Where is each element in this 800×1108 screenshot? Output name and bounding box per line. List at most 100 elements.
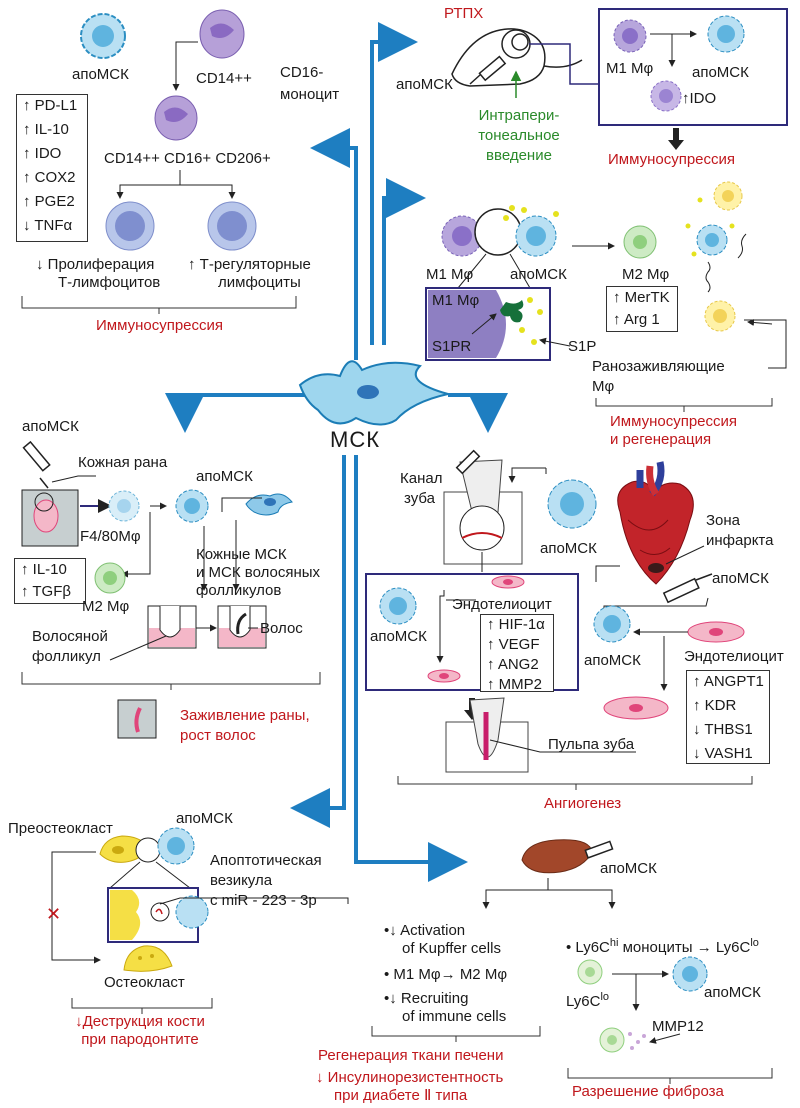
- tr-ip-line3: введение: [486, 147, 552, 164]
- ml-f480-label: F4/80Mφ: [80, 528, 141, 545]
- br-ly1: • Ly6C: [566, 939, 610, 956]
- msc-center-cell: [298, 360, 449, 426]
- osteoclast-cell: [123, 945, 173, 972]
- ly6c-cell: [577, 959, 603, 985]
- cr-endo-bottom: [603, 696, 669, 720]
- ml-markers-box: ↑ IL-10 ↑ TGFβ: [14, 558, 86, 604]
- tr-m1-ido-cell: [650, 80, 682, 112]
- mr-inset: [425, 287, 551, 361]
- mr-apomsc-label: апоМСК: [510, 266, 567, 283]
- cr-apomsc-heart: [593, 605, 631, 643]
- cr-marker-a4: ↑ MMP2: [487, 676, 543, 693]
- mr-m2-cell: [623, 225, 657, 259]
- br-ly2-sup: lo: [600, 991, 610, 1003]
- tl-marker-3: ↑ IDO: [23, 145, 62, 162]
- tl-apomsc-cell: [80, 13, 126, 59]
- tl-marker-1: ↑ PD-L1: [23, 97, 78, 114]
- br-item3-line2: of immune cells: [402, 1008, 507, 1025]
- tl-marker-4: ↑ COX2: [23, 169, 76, 186]
- mr-result-line2: и регенерация: [610, 431, 712, 448]
- br-mmp12-label: MMP12: [652, 1018, 704, 1035]
- mr-markers-box: ↑ MerTK ↑ Arg 1: [606, 286, 678, 332]
- cr-marker-b4: ↓ VASH1: [693, 745, 753, 762]
- bl-vesicle-line3: с miR - 223 - 3p: [210, 892, 317, 909]
- tooth-bottom: [445, 697, 529, 773]
- tr-apomsc-cell: [707, 15, 745, 53]
- tl-tcell-right: [207, 201, 257, 251]
- br-ly1-mid: моноциты → Ly6C: [618, 939, 751, 956]
- tl-monocyte-mid: [154, 95, 198, 141]
- br-item2: • M1 Mφ→ M2 Mφ: [384, 966, 508, 983]
- ml-m2-cell: [94, 562, 126, 594]
- ml-hair-label: Волос: [260, 620, 303, 637]
- cr-inset-endo-top: [491, 575, 525, 589]
- ml-f480-cell: [108, 490, 140, 522]
- br-result-l3: при диабете Ⅱ типа: [334, 1087, 468, 1104]
- cr-syringe: [455, 449, 481, 475]
- liver-drawing: [521, 839, 593, 874]
- tl-treg-line2: лимфоциты: [218, 274, 301, 291]
- blue-arrows: [165, 22, 508, 882]
- ml-follicle-right: [217, 605, 267, 649]
- tl-cd16-label: CD16-: [280, 64, 324, 81]
- br-ly1-sup2: lo: [750, 937, 759, 949]
- cr-result: Ангиогенез: [544, 795, 622, 812]
- cr-canal-line2: зуба: [404, 490, 435, 507]
- tl-apomsc-label: апоМСК: [72, 66, 129, 83]
- cr-canal-line1: Канал: [400, 470, 443, 487]
- tl-monocyte-top: [199, 9, 245, 59]
- bl-apomsc-cell: [157, 827, 195, 865]
- tl-markers-box: ↑ PD-L1 ↑ IL-10 ↑ IDO ↑ COX2 ↑ PGE2 ↓ TN…: [16, 94, 88, 242]
- tr-syringe: [469, 55, 507, 85]
- tr-ip-line2: тонеальное: [478, 127, 560, 144]
- br-result-l1: Регенерация ткани печени: [318, 1047, 504, 1064]
- cr-marker-b2: ↑ KDR: [693, 697, 737, 714]
- ml-wound-label: Кожная рана: [78, 454, 168, 471]
- tr-gvhd-label: РТПХ: [444, 5, 484, 22]
- ml-apomsc2-label: апоМСК: [196, 468, 253, 485]
- ml-marker-1: ↑ IL-10: [21, 561, 67, 578]
- ml-skin-line1: Кожные МСК: [196, 546, 287, 563]
- br-item1-line1: •↓ Activation: [384, 922, 466, 939]
- msc-center-label: МСК: [330, 427, 381, 452]
- ml-result-line1: Заживление раны,: [180, 707, 310, 724]
- mr-m1-label: M1 Mφ: [426, 266, 474, 283]
- ml-follicle-line1: Волосяной: [32, 628, 108, 645]
- tl-marker-5: ↑ PGE2: [23, 193, 75, 210]
- tl-cd-row-label: CD14++ CD16+ CD206+: [104, 150, 271, 167]
- bl-apomsc-label: апоМСК: [176, 810, 233, 827]
- ml-result-line2: рост волос: [180, 727, 256, 744]
- br-apomsc-r-label: апоМСК: [704, 984, 761, 1001]
- ml-syringe: [22, 440, 51, 489]
- tr-ip-line1: Интрапери-: [478, 107, 560, 124]
- cr-apomsc-top: [547, 479, 597, 529]
- heart-drawing: [617, 461, 694, 585]
- br-ly2: Ly6C: [566, 993, 601, 1010]
- cr-infarct-line1: Зона: [706, 512, 741, 529]
- cr-marker-b1: ↑ ANGPT1: [693, 673, 764, 690]
- cr-endo-r-label: Эндотелиоцит: [684, 648, 784, 665]
- bl-inset: [107, 887, 209, 943]
- bl-preosteo-label: Преостеокласт: [8, 820, 113, 837]
- tl-prolif-line2: Т-лимфоцитов: [58, 274, 161, 291]
- cr-marker-a2: ↑ VEGF: [487, 636, 540, 653]
- ml-apomsc-label: апоМСК: [22, 418, 79, 435]
- br-ly6c-line: • Ly6Chi моноциты → Ly6Clo: [566, 934, 759, 957]
- mmp12-cell: [599, 1027, 646, 1053]
- tr-ido-label: ↑IDO: [682, 90, 717, 107]
- cr-apomsc-b-label: апоМСК: [370, 628, 427, 645]
- cr-inset-apomsc: [379, 587, 417, 625]
- cr-endo-label: Эндотелиоцит: [452, 596, 552, 613]
- tl-monocyte-label: моноцит: [280, 86, 340, 103]
- mr-wound-line2: Mφ: [592, 378, 615, 395]
- br-ly1-sup: hi: [609, 937, 619, 949]
- bl-result-line2: при пародонтите: [81, 1031, 199, 1048]
- liver-syringe: [584, 840, 614, 859]
- tooth-top: [443, 459, 523, 565]
- cr-apomsc-heart-label: апоМСК: [712, 570, 769, 587]
- br-result-l2: ↓ Инсулинорезистентность: [316, 1069, 504, 1086]
- tr-result: Иммуносупрессия: [608, 151, 736, 168]
- tl-treg-line1: ↑ Т-регуляторные: [188, 256, 311, 273]
- mr-s1pr-label: S1PR: [432, 338, 472, 355]
